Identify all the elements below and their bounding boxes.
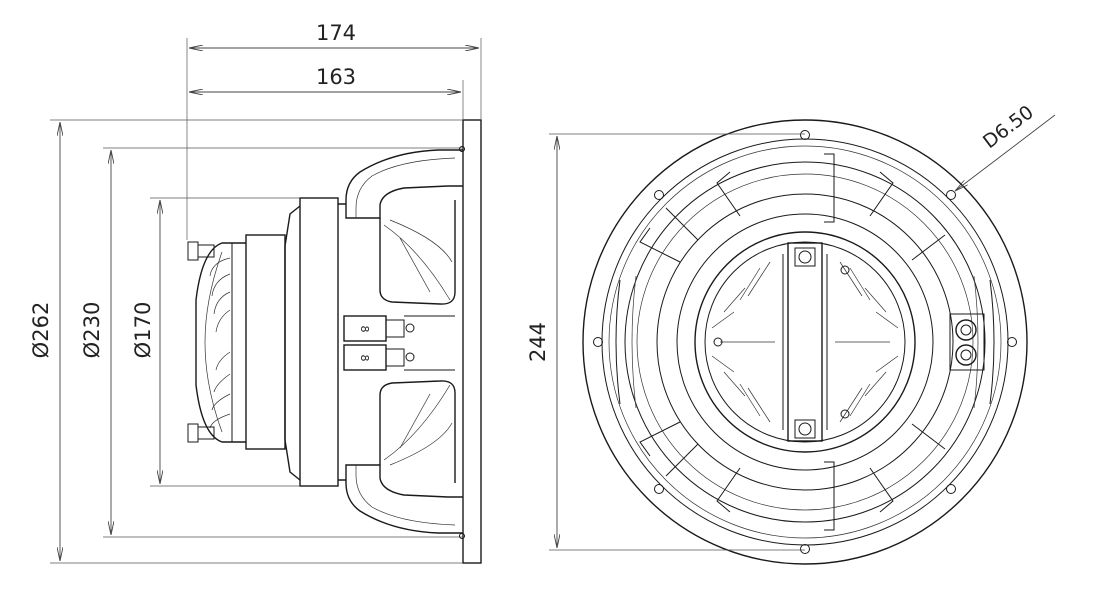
dim-mount-hole: D6.50 xyxy=(979,101,1038,153)
basket-top-rib xyxy=(345,149,463,219)
frame-inner-ring xyxy=(601,138,1009,546)
basket-bottom-rib xyxy=(345,464,463,534)
side-view: 8 8 xyxy=(29,21,482,564)
front-flange xyxy=(462,119,482,564)
dim-baffle-diameter: Ø230 xyxy=(80,302,104,359)
dim-bolt-circle: 244 xyxy=(526,322,550,362)
basket-bottom-rib-inner xyxy=(355,465,456,526)
magnet-ring xyxy=(694,231,916,453)
surround-ring xyxy=(624,161,986,523)
terminal-mark: 8 xyxy=(358,355,371,362)
dim-overall-depth: 174 xyxy=(316,21,356,45)
basket-spokes xyxy=(615,153,995,531)
front-view: 244 D6.50 xyxy=(526,101,1056,565)
outer-frame-ring xyxy=(582,119,1028,565)
front-terminals xyxy=(949,313,985,371)
dim-magnet-diameter: Ø170 xyxy=(131,302,155,359)
magnet-step xyxy=(284,205,301,481)
heatsink xyxy=(195,242,246,443)
terminal-mark: 8 xyxy=(358,326,371,333)
magnet xyxy=(245,234,286,450)
rear-studs xyxy=(187,241,215,443)
basket-top-rib-inner xyxy=(355,157,456,218)
heatsink-fins xyxy=(209,257,231,429)
terminal-block: 8 8 xyxy=(343,315,455,371)
front-heatsink-fins xyxy=(711,242,899,442)
mounting-holes xyxy=(593,130,1017,554)
cone-ring xyxy=(656,193,954,491)
dim-magnet-depth: 163 xyxy=(316,65,356,89)
basket-upper-frame xyxy=(379,200,456,305)
dim-outer-diameter: Ø262 xyxy=(29,302,53,359)
top-plate xyxy=(299,197,339,487)
basket-lower-frame xyxy=(379,380,456,483)
